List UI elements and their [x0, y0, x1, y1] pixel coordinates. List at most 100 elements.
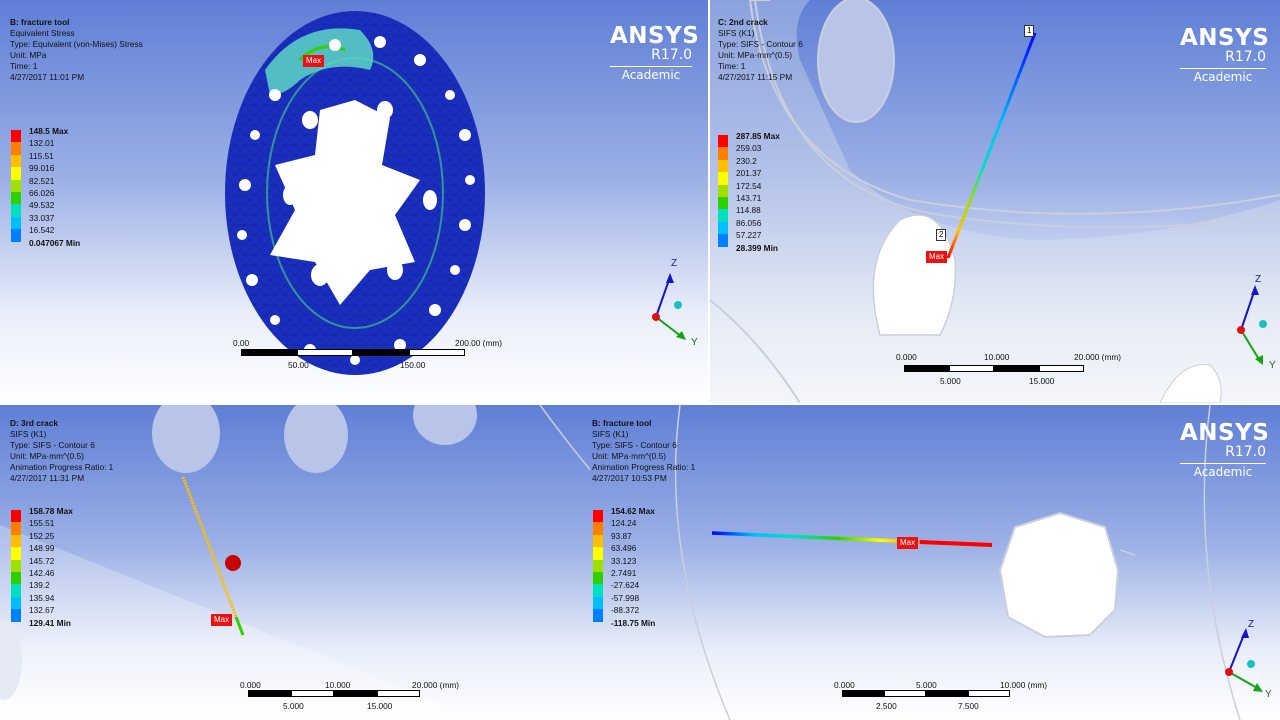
- result-line: 4/27/2017 11:31 PM: [10, 473, 85, 483]
- crack-front-3: [181, 476, 245, 636]
- result-line: Type: SIFS - Contour 6: [10, 440, 95, 450]
- legend-swatch: [11, 534, 21, 548]
- legend-swatch: [718, 184, 728, 197]
- result-info: C: 2nd crack SIFS (K1) Type: SIFS - Cont…: [718, 17, 803, 83]
- legend-value: 114.88: [736, 205, 761, 216]
- result-line: Unit: MPa·mm^(0.5): [592, 451, 666, 461]
- scale-label: 150.00: [400, 360, 426, 370]
- legend-swatch: [11, 584, 21, 597]
- viewport-fracture-tool-sifs[interactable]: B: fracture tool SIFS (K1) Type: SIFS - …: [590, 405, 1280, 720]
- legend-swatch: [593, 571, 603, 585]
- legend-swatch: [593, 559, 603, 572]
- legend-swatch: [11, 154, 21, 168]
- legend-swatch: [593, 522, 603, 535]
- scale-label: 2.500: [876, 701, 897, 711]
- probe-pin-2[interactable]: 2: [936, 229, 947, 241]
- result-title: B: fracture tool: [10, 17, 70, 27]
- legend-min-value: 0.047067 Min: [29, 237, 81, 248]
- legend-value: 63.496: [611, 543, 637, 554]
- legend-value: 66.026: [29, 187, 55, 198]
- legend-swatch: [718, 147, 728, 160]
- axis-z-label: Z: [1248, 619, 1254, 630]
- viewport-3rd-crack[interactable]: D: 3rd crack SIFS (K1) Type: SIFS - Cont…: [0, 405, 678, 720]
- legend-swatch: [593, 596, 603, 610]
- max-marker[interactable]: Max: [897, 537, 919, 549]
- legend-swatch: [11, 596, 21, 610]
- legend-swatch: [593, 547, 603, 560]
- result-line: Time: 1: [10, 61, 38, 71]
- legend-value: 148.99: [29, 543, 55, 554]
- viewport-background: [710, 0, 1280, 403]
- result-info: B: fracture tool SIFS (K1) Type: SIFS - …: [592, 418, 695, 484]
- bolt-hole: [817, 0, 895, 123]
- legend-min-value: 28.399 Min: [736, 242, 778, 253]
- scale-label: 10.000 (mm): [1000, 680, 1048, 690]
- disc-center-cutout: [270, 100, 420, 305]
- brand-edition: Academic: [610, 66, 692, 82]
- coordinate-triad-icon[interactable]: Z Y: [1215, 610, 1275, 700]
- crack-marker-sphere: [225, 555, 241, 571]
- viewport-equivalent-stress[interactable]: B: fracture tool Equivalent Stress Type:…: [0, 0, 708, 403]
- legend-swatch: [718, 159, 728, 173]
- max-marker[interactable]: Max: [211, 614, 233, 626]
- result-line: Animation Progress Ratio: 1: [10, 462, 114, 472]
- legend-value: 57.227: [736, 230, 762, 241]
- legend-value: 139.2: [29, 580, 50, 591]
- legend-swatch: [11, 510, 21, 523]
- scale-label: 15.000: [367, 701, 393, 711]
- result-line: Unit: MPa: [10, 50, 47, 60]
- legend-swatch: [11, 191, 21, 205]
- probe-pin-1[interactable]: 1: [1024, 25, 1035, 37]
- legend-value: 33.037: [29, 212, 55, 223]
- hole-cutout: [998, 511, 1120, 639]
- viewport-background: [590, 405, 1280, 720]
- brand-name: ANSYS: [1180, 420, 1270, 446]
- scale-label: 5.000: [916, 680, 937, 690]
- legend-value: 115.51: [29, 150, 54, 161]
- scale-bar: 0.000 10.000 20.000 (mm) 5.000 15.000: [240, 680, 470, 714]
- scale-label: 20.000 (mm): [1074, 352, 1122, 362]
- legend-value: 99.016: [29, 163, 55, 174]
- legend-swatch: [718, 221, 728, 235]
- brand-version: R17.0: [1225, 444, 1266, 460]
- legend-value: 148.5 Max: [29, 126, 69, 136]
- result-info: B: fracture tool Equivalent Stress Type:…: [10, 17, 143, 83]
- legend-value: 124.24: [611, 518, 637, 529]
- legend-swatch: [11, 609, 21, 622]
- result-line: Animation Progress Ratio: 1: [592, 462, 696, 472]
- coordinate-triad-icon[interactable]: Z Y: [1225, 275, 1280, 370]
- viewport-2nd-crack[interactable]: C: 2nd crack SIFS (K1) Type: SIFS - Cont…: [710, 0, 1280, 403]
- brake-disc-model: [225, 11, 485, 375]
- max-marker[interactable]: Max: [926, 251, 948, 263]
- max-marker[interactable]: Max: [303, 55, 325, 67]
- legend-value: 16.542: [29, 225, 55, 236]
- scale-label: 200.00 (mm): [455, 338, 503, 348]
- scale-label: 15.000: [1029, 376, 1055, 386]
- legend-value: 93.87: [611, 530, 632, 541]
- brand-name: ANSYS: [1180, 25, 1270, 51]
- legend-swatch: [718, 135, 728, 148]
- result-title: B: fracture tool: [592, 418, 652, 428]
- legend-swatch: [11, 547, 21, 560]
- legend-value: 143.71: [736, 192, 762, 203]
- result-line: SIFS (K1): [718, 28, 755, 38]
- legend-swatch: [718, 172, 728, 185]
- legend-swatch: [718, 234, 728, 247]
- legend-swatch: [718, 196, 728, 210]
- scale-label: 5.000: [940, 376, 961, 386]
- legend-swatch: [11, 522, 21, 535]
- result-line: 4/27/2017 11:15 PM: [718, 72, 793, 82]
- legend-value: 132.67: [29, 605, 55, 616]
- axis-y-label: Y: [1269, 360, 1276, 370]
- legend-value: 154.62 Max: [611, 506, 655, 516]
- axis-y-label: Y: [691, 337, 698, 345]
- scale-label: 7.500: [958, 701, 979, 711]
- legend-swatch: [11, 216, 21, 230]
- legend-min-value: 129.41 Min: [29, 617, 71, 628]
- scale-label: 50.00: [288, 360, 309, 370]
- legend-swatch: [718, 209, 728, 222]
- coordinate-triad-icon[interactable]: Z Y: [640, 255, 700, 345]
- legend-swatch: [593, 609, 603, 622]
- scale-label: 20.000 (mm): [412, 680, 460, 690]
- result-line: 4/27/2017 10:53 PM: [592, 473, 667, 483]
